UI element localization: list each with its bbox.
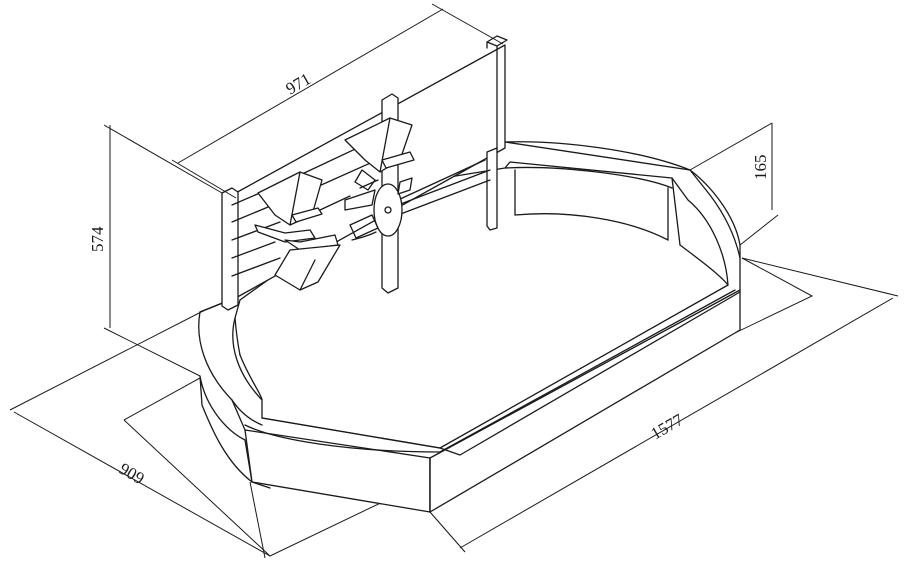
dimension-label-574: 574	[88, 226, 107, 252]
dimension-label-1577: 1577	[648, 410, 687, 444]
sandbox-frame	[198, 141, 741, 513]
dimension-label-971: 971	[283, 69, 315, 98]
funnel-right	[344, 117, 415, 191]
dimension-165: 165	[689, 122, 779, 246]
dimension-label-909: 909	[116, 459, 148, 488]
water-wheel	[344, 177, 413, 241]
dimension-574: 574	[88, 124, 223, 377]
funnel-left	[254, 171, 341, 291]
dimension-label-165: 165	[751, 155, 770, 181]
